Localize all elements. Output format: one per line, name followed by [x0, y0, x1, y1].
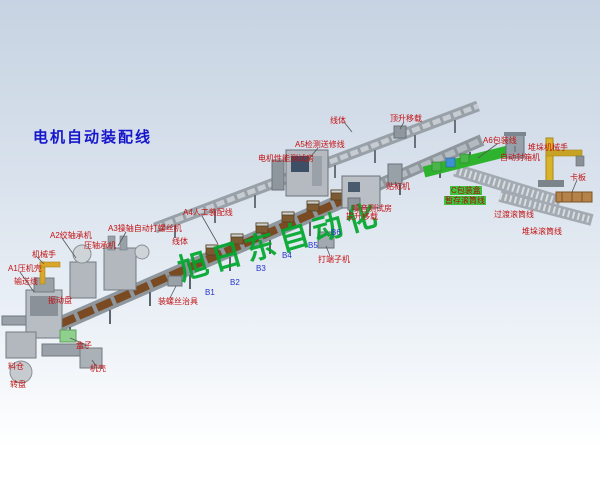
diagram-label-pallet: 卡板 [570, 173, 586, 182]
diagram-label-a4-manual-line: A4人工装配线 [183, 208, 233, 217]
diagram-label-infeed-conveyor: 输送线 [14, 277, 38, 286]
diagram-label-b5: B5 [308, 241, 318, 250]
diagram-label-auto-sealing-machine: 自动封箱机 [500, 153, 540, 162]
diagram-label-box: 盒子 [76, 341, 92, 350]
diagram-label-a2-bearing-machine: A2绞轴承机 [50, 231, 92, 240]
diagram-label-motor-housing: 机壳 [90, 364, 106, 373]
diagram-label-robot-arm: 机械手 [32, 250, 56, 259]
packing-area [422, 132, 594, 226]
line-pallets [205, 189, 344, 256]
diagram-label-screw-fixture: 装螺丝治具 [158, 297, 198, 306]
diagram-label-b6: B6 [331, 228, 341, 237]
test-area [271, 125, 407, 249]
diagram-label-b2: B2 [230, 278, 240, 287]
page-title: 电机自动装配线 [33, 129, 153, 146]
diagram-label-lift-transfer: 提升移载 [346, 212, 378, 221]
diagram-label-a3-screw-machine: A3操轴自动打螺丝机 [108, 224, 182, 233]
diagram-label-a1-press-housing: A1压机壳 [8, 264, 42, 273]
diagram-label-jacking-transfer: 顶升移载 [390, 114, 422, 123]
diagram-label-a5-inspection-line: A5检测送修线 [295, 140, 345, 149]
diagram-label-b1: B1 [205, 288, 215, 297]
diagram-label-turntable: 转盘 [10, 380, 26, 389]
diagram-label-a6-packing-line: A6包装线 [483, 136, 517, 145]
diagram-label-stacking-robot: 堆垛机械手 [528, 143, 568, 152]
diagram-label-noise-test-room: 噪音测试房 [352, 204, 392, 213]
diagram-label-line-body-top: 线体 [330, 116, 346, 125]
diagram-label-motor-test-room: 电机性能测试房 [258, 154, 314, 163]
diagram-label-c-box-cache-line1: C包装盒 [450, 186, 482, 196]
diagram-label-material-silo: 料仓 [8, 362, 24, 371]
leader-lines [19, 121, 578, 367]
diagram-label-line-body-mid: 线体 [172, 237, 188, 246]
diagram-label-labeling-machine: 贴标机 [386, 182, 410, 191]
diagram-label-vibration-bowl: 振动盘 [48, 296, 72, 305]
diagram-label-b3: B3 [256, 264, 266, 273]
left-machines [1, 235, 183, 384]
diagram-label-terminal-machine: 打端子机 [318, 255, 350, 264]
diagram-label-bearing-press: 压轴承机 [84, 241, 116, 250]
diagram-label-c-box-cache-line2: 暂存滚筒线 [444, 196, 486, 206]
diagram-label-transition-roller-line: 过渡滚筒线 [494, 210, 534, 219]
diagram-label-b4: B4 [282, 251, 292, 260]
diagram-label-stacking-roller-line: 堆垛滚筒线 [522, 227, 562, 236]
